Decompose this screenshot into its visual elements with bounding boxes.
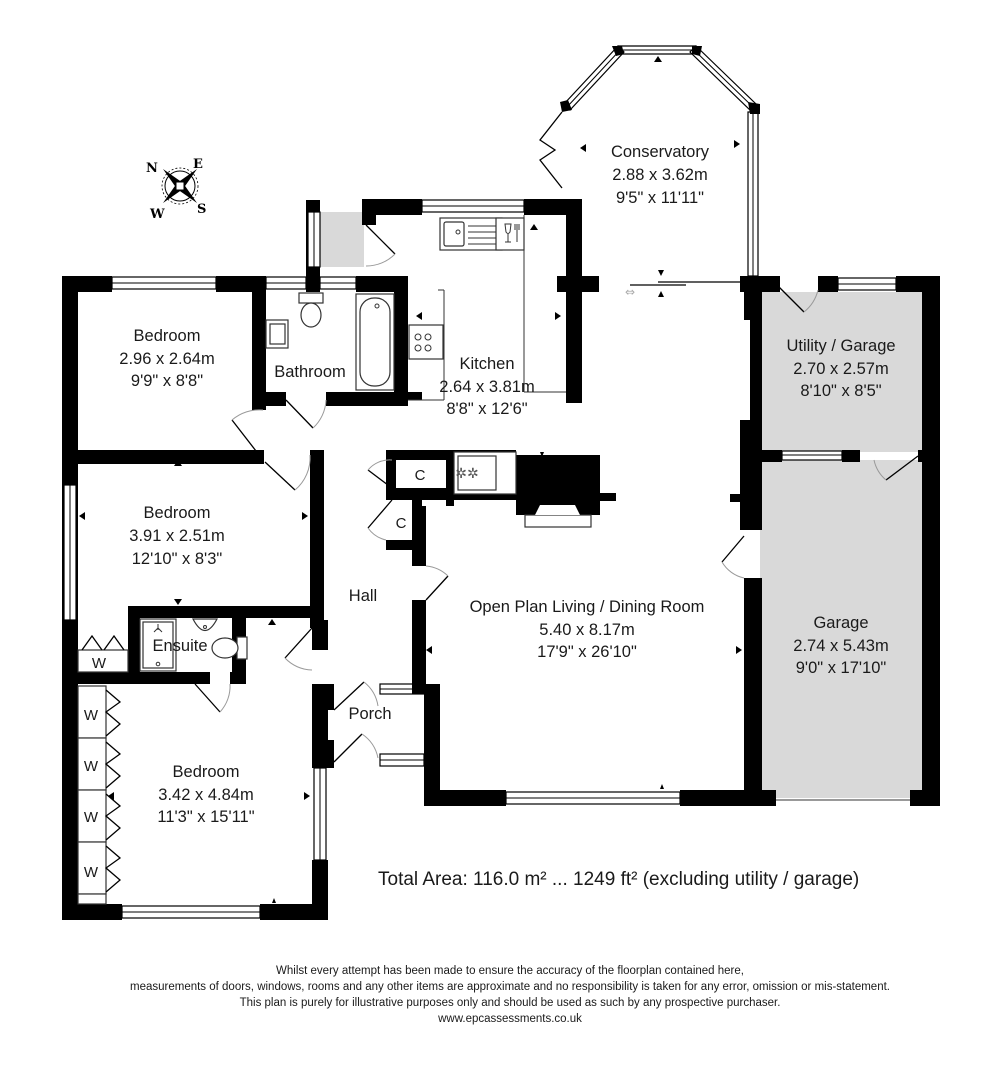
fireplace-icon <box>524 514 592 528</box>
room-imperial: 9'5" x 11'11" <box>616 189 704 207</box>
room-metric: 3.42 x 4.84m <box>158 786 253 804</box>
cupboard-label: C <box>396 515 407 532</box>
room-name: Ensuite <box>152 637 207 655</box>
wardrobe-2 <box>77 737 107 791</box>
room-imperial: 11'3" x 15'11" <box>157 808 254 826</box>
compass-north: N <box>146 161 158 176</box>
disclaimer-line-2: measurements of doors, windows, rooms an… <box>130 981 890 993</box>
room-imperial: 17'9" x 26'10" <box>537 643 637 661</box>
doors: ⇔ <box>81 224 919 893</box>
compass-south: S <box>197 202 206 217</box>
room-ensuite: Ensuite <box>152 637 207 655</box>
room-bedroom-2: Bedroom 3.91 x 2.51m 12'10" x 8'3" <box>129 504 224 568</box>
room-metric: 2.96 x 2.64m <box>119 350 214 368</box>
total-area: Total Area: 116.0 m² ... 1249 ft² (exclu… <box>378 869 860 890</box>
dimension-arrows <box>79 224 742 903</box>
room-living-dining: Open Plan Living / Dining Room 5.40 x 8.… <box>470 598 705 661</box>
room-name: Conservatory <box>611 143 710 161</box>
utility-floor <box>760 292 922 452</box>
room-metric: 5.40 x 8.17m <box>539 621 634 639</box>
room-porch: Porch <box>348 705 391 723</box>
wardrobe-1 <box>77 685 107 739</box>
room-metric: 2.70 x 2.57m <box>793 360 888 378</box>
wardrobe-label: W <box>84 758 99 775</box>
room-bedroom-1: Bedroom 2.96 x 2.64m 9'9" x 8'8" <box>119 327 214 390</box>
wardrobe-label: W <box>84 809 99 826</box>
dishwasher-icon <box>495 217 525 251</box>
room-imperial: 8'8" x 12'6" <box>446 400 527 418</box>
room-imperial: 8'10" x 8'5" <box>800 382 881 400</box>
svg-text:✲✲: ✲✲ <box>455 466 478 482</box>
toilet-icon <box>298 292 324 304</box>
room-garage: Garage 2.74 x 5.43m 9'0" x 17'10" <box>793 614 888 677</box>
wardrobe-ensuite <box>77 649 129 673</box>
room-metric: 3.91 x 2.51m <box>129 527 224 545</box>
ensuite-basin-icon <box>192 618 218 632</box>
room-name: Bedroom <box>173 763 240 781</box>
store-floor <box>320 212 364 267</box>
room-bedroom-3: Bedroom 3.42 x 4.84m 11'3" x 15'11" <box>157 763 254 826</box>
room-name: Bedroom <box>134 327 201 345</box>
room-name: Hall <box>349 587 377 605</box>
room-kitchen: Kitchen 2.64 x 3.81m 8'8" x 12'6" <box>439 355 534 418</box>
room-metric: 2.74 x 5.43m <box>793 637 888 655</box>
room-name: Porch <box>348 705 391 723</box>
room-conservatory: Conservatory 2.88 x 3.62m 9'5" x 11'11" <box>611 143 710 207</box>
svg-text:⇔: ⇔ <box>625 285 635 299</box>
compass-east: E <box>193 157 203 172</box>
walls <box>62 199 940 920</box>
website-link[interactable]: www.epcassessments.co.uk <box>438 1013 582 1025</box>
room-imperial: 12'10" x 8'3" <box>132 550 223 568</box>
room-name: Garage <box>813 614 868 632</box>
compass-west: W <box>149 207 165 222</box>
wardrobe-label: W <box>84 864 99 881</box>
room-metric: 2.88 x 3.62m <box>612 166 707 184</box>
disclaimer: Whilst every attempt has been made to en… <box>0 963 1000 1027</box>
room-metric: 2.64 x 3.81m <box>439 378 534 396</box>
room-name: Kitchen <box>459 355 514 373</box>
wardrobe-label: W <box>84 707 99 724</box>
room-name: Open Plan Living / Dining Room <box>470 598 705 616</box>
room-name: Utility / Garage <box>786 337 895 355</box>
compass-icon: N E S W <box>146 157 206 222</box>
room-imperial: 9'9" x 8'8" <box>131 372 203 390</box>
room-imperial: 9'0" x 17'10" <box>796 659 887 677</box>
hob-icon <box>408 324 444 360</box>
conservatory-glazing <box>539 45 760 277</box>
disclaimer-line-1: Whilst every attempt has been made to en… <box>276 965 744 977</box>
room-bathroom: Bathroom <box>274 363 346 381</box>
disclaimer-line-3: This plan is purely for illustrative pur… <box>239 997 781 1009</box>
wardrobe-label: W <box>92 655 107 672</box>
room-name: Bathroom <box>274 363 346 381</box>
room-name: Bedroom <box>144 504 211 522</box>
room-hall: Hall <box>349 587 377 605</box>
garage-floor <box>760 460 922 798</box>
room-utility-garage: Utility / Garage 2.70 x 2.57m 8'10" x 8'… <box>786 337 895 400</box>
cupboard-label: C <box>415 467 426 484</box>
